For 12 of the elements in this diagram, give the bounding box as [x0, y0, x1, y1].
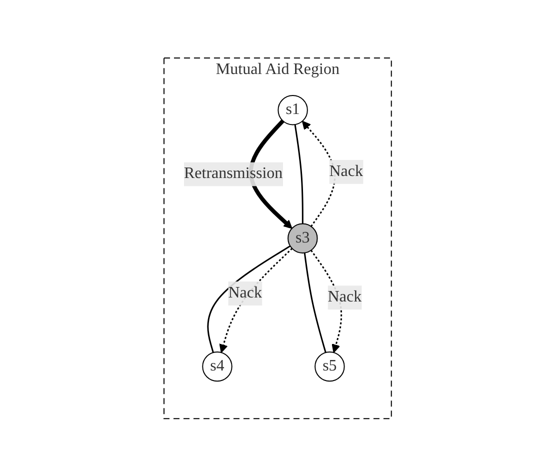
- node-circle: s5: [314, 351, 346, 382]
- node-circle: s4: [202, 351, 233, 382]
- node-circle: s1: [278, 94, 308, 125]
- connector: [208, 245, 291, 352]
- connector: [294, 124, 304, 224]
- connector: [304, 252, 327, 352]
- arrow: [220, 248, 293, 353]
- edge-label: Nack: [328, 288, 362, 306]
- node-circle: s3: [288, 222, 318, 254]
- edge-label: Nack: [330, 162, 364, 180]
- edge-label: Nack: [228, 284, 262, 302]
- edge-label: Retransmission: [184, 164, 283, 182]
